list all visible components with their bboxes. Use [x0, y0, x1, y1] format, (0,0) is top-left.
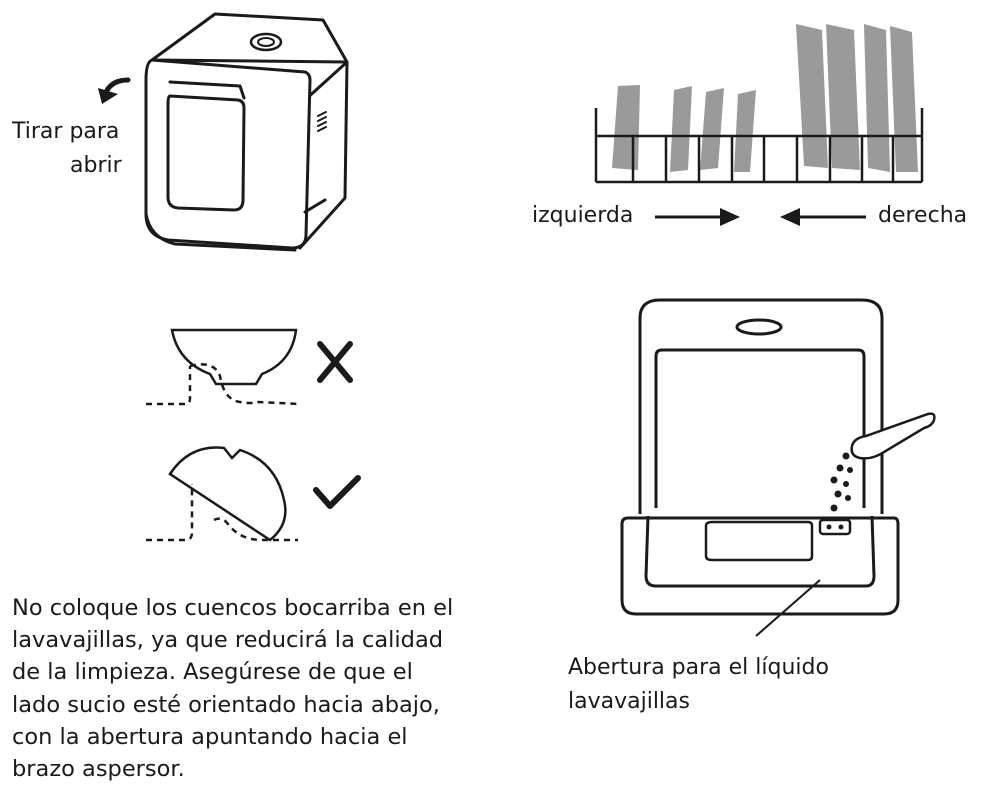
detergent-drops-icon [830, 452, 853, 512]
instruction-line: No coloque los cuencos bocarriba en el [12, 595, 454, 621]
instruction-line: lavavajillas, ya que reducirá la calidad [12, 627, 444, 653]
detergent-opening-label-line2: lavavajillas [568, 689, 690, 714]
instruction-line: de la limpieza. Asegúrese de que el [12, 659, 413, 685]
left-label: izquierda [532, 203, 634, 228]
plate [734, 90, 756, 172]
pull-direction-arrow-icon [98, 77, 131, 104]
bowl-tilted-illustration [146, 446, 298, 542]
check-icon [313, 475, 361, 509]
plate [670, 86, 692, 172]
instruction-line: brazo aspersor. [12, 756, 185, 782]
bowl-upright-illustration [146, 328, 301, 406]
plate [864, 24, 890, 172]
pull-to-open-label-line1: Tirar para [12, 119, 120, 144]
arrow-left-icon [780, 208, 866, 226]
plate [796, 24, 828, 168]
dishwasher-closed-illustration [144, 12, 349, 252]
right-label: derecha [878, 203, 968, 228]
dish-rack-illustration [594, 24, 924, 184]
cross-icon [317, 341, 353, 383]
detergent-opening-label-line1: Abertura para el líquido [568, 655, 829, 680]
plate [612, 85, 640, 170]
plate [826, 24, 860, 170]
arrow-right-icon [655, 208, 740, 226]
dishwasher-open-illustration [620, 298, 900, 637]
pull-to-open-label-line2: abrir [70, 153, 122, 178]
instruction-line: con la abertura apuntando hacia el [12, 724, 408, 750]
plate [700, 88, 724, 170]
instruction-line: lado sucio esté orientado hacia abajo, [12, 692, 440, 718]
spoon-icon [850, 412, 936, 460]
